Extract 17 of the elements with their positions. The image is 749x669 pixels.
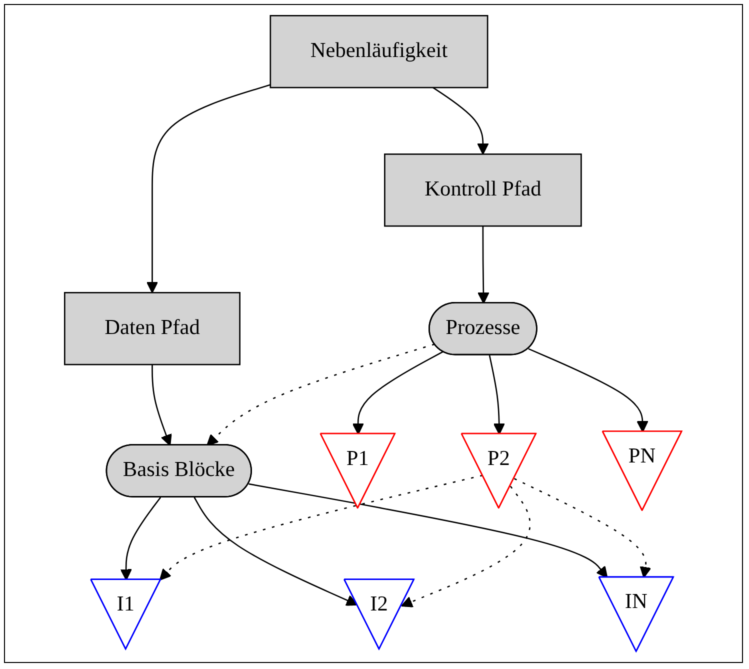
arrow (401, 486, 531, 608)
arrow (432, 87, 490, 155)
arrow (528, 348, 649, 432)
arrow (160, 474, 484, 580)
arrow (146, 84, 271, 294)
arrow (478, 226, 490, 304)
arrow (248, 483, 608, 578)
node-box: Daten Pfad (64, 292, 241, 366)
arrow (120, 496, 162, 580)
arrow (194, 497, 358, 606)
arrow (352, 351, 444, 435)
arrow (152, 364, 172, 446)
arrow (206, 344, 436, 446)
arrow (514, 478, 652, 578)
node-box: Kontroll Pfad (384, 153, 582, 227)
arrow (489, 355, 506, 435)
node-box: Nebenläufigkeit (270, 14, 489, 88)
